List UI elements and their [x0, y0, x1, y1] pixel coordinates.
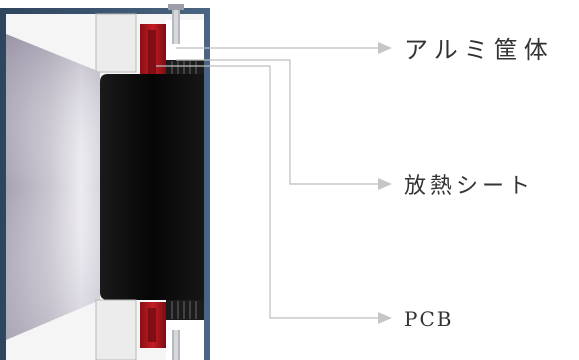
screw-icon	[168, 4, 184, 44]
bottom-red-pcb-inner	[148, 308, 156, 342]
bottom-housing-detail	[95, 299, 204, 360]
arrow-aluminum-housing	[378, 42, 392, 54]
bottom-screw-icon	[172, 330, 180, 360]
arrow-heat-sheet	[378, 178, 392, 190]
arrowheads	[378, 42, 392, 324]
bottom-fin-lines	[171, 301, 197, 319]
bottom-heat-fins	[166, 300, 204, 320]
arrow-pcb	[378, 312, 392, 324]
top-fin-lines	[171, 61, 197, 75]
top-housing-detail	[95, 4, 204, 80]
top-red-pcb-inner	[148, 30, 156, 74]
top-white-cavity	[166, 20, 204, 60]
label-pcb: PCB	[404, 307, 453, 331]
leader-lines	[156, 47, 378, 319]
led-body	[100, 74, 204, 300]
leader-line-heat-sheet	[176, 59, 378, 185]
bottom-bracket	[95, 299, 137, 360]
lens-cone-shading	[6, 34, 100, 340]
top-heat-fins	[166, 60, 204, 76]
leader-line-pcb	[156, 65, 378, 319]
label-heat-sheet: 放熱シート	[404, 174, 534, 199]
top-bracket	[95, 13, 137, 73]
bottom-white-cavity	[166, 320, 204, 360]
label-aluminum-housing: アルミ筐体	[404, 36, 554, 64]
